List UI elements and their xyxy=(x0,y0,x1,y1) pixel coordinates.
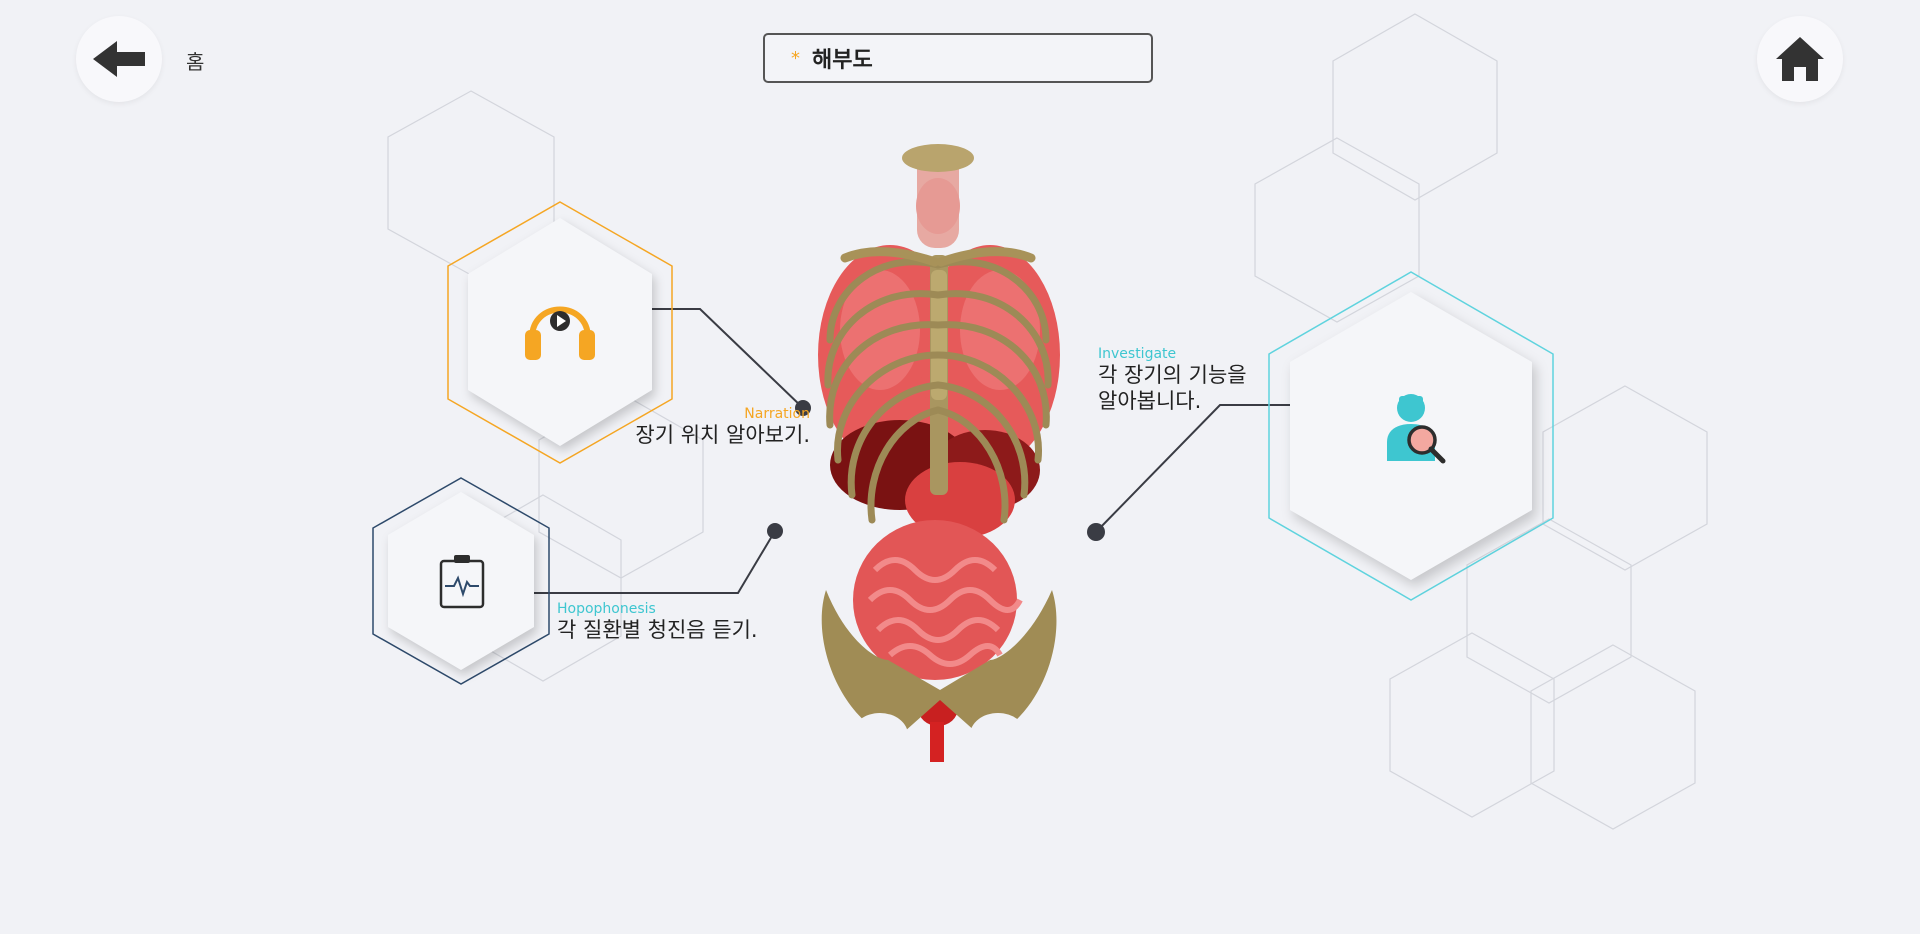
hopophonesis-korean-label: 각 질환별 청진음 듣기. xyxy=(557,618,758,642)
narration-caption: Narration 장기 위치 알아보기. xyxy=(630,406,810,448)
clipboard-heartbeat-icon xyxy=(439,555,485,609)
page-title: 해부도 xyxy=(812,48,873,73)
hopophonesis-button[interactable] xyxy=(370,476,552,686)
narration-english-label: Narration xyxy=(744,406,810,422)
back-button[interactable] xyxy=(76,16,162,102)
home-icon xyxy=(1776,37,1824,81)
connector-lines xyxy=(526,308,1303,594)
investigate-caption: Investigate 각 장기의 기능을 알아봅니다. xyxy=(1098,346,1288,414)
hopophonesis-caption: Hopophonesis 각 질환별 청진음 듣기. xyxy=(557,601,817,643)
narration-korean-label: 장기 위치 알아보기. xyxy=(635,423,810,447)
arrow-left-icon xyxy=(93,41,145,77)
doctor-magnifier-icon xyxy=(1387,394,1446,464)
back-label: 홈 xyxy=(186,50,205,74)
headphones-icon xyxy=(525,306,595,360)
title-marker: * xyxy=(791,47,800,69)
investigate-korean-line2: 알아봅니다. xyxy=(1098,389,1202,413)
investigate-button[interactable] xyxy=(1266,270,1556,602)
background-hexagons xyxy=(387,13,1708,830)
hopophonesis-english-label: Hopophonesis xyxy=(557,601,656,617)
investigate-english-label: Investigate xyxy=(1098,346,1177,362)
page-title-box: * 해부도 xyxy=(763,33,1153,83)
home-button[interactable] xyxy=(1757,16,1843,102)
anatomy-model xyxy=(818,144,1060,762)
investigate-korean-line1: 각 장기의 기능을 xyxy=(1098,363,1247,387)
narration-button[interactable] xyxy=(445,200,675,465)
